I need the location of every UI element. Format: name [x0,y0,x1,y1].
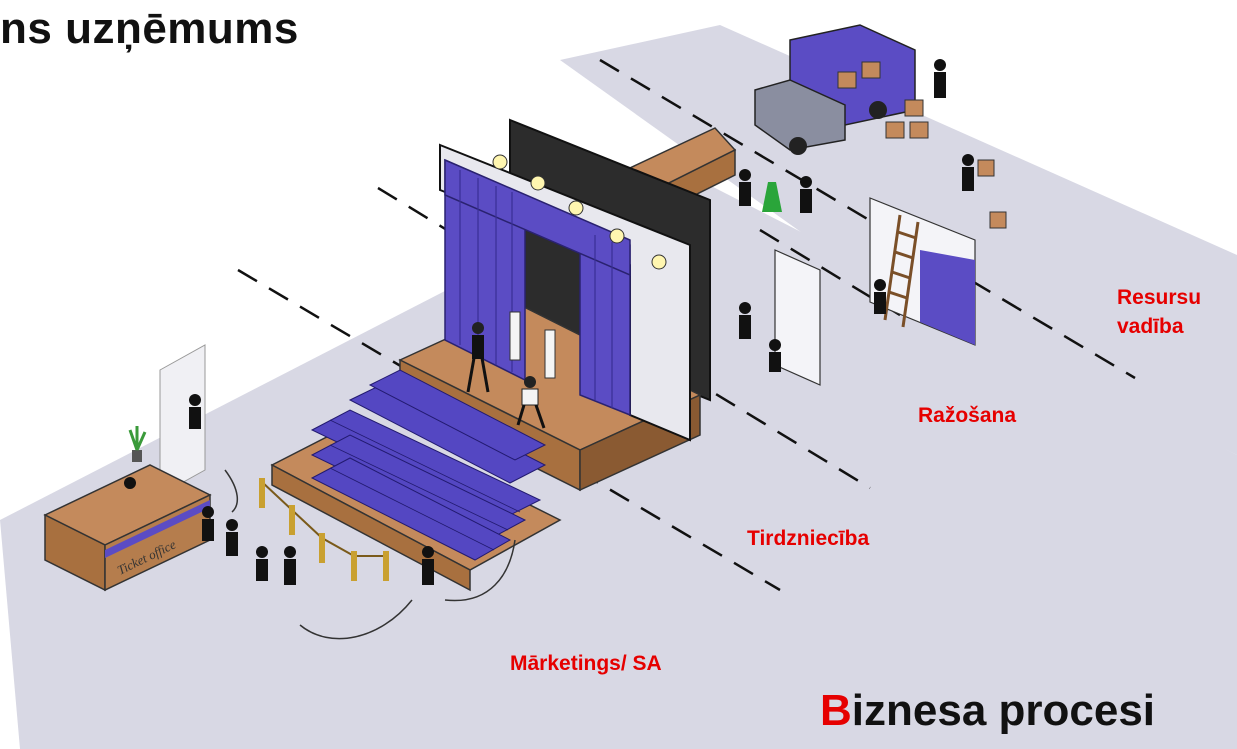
zone-label-resources: Resursu vadība [1117,283,1201,341]
seat-row [368,369,547,461]
ladder-icon [883,214,920,328]
crew-figures [739,59,974,372]
plant-icon [128,426,147,462]
truck-cab [754,79,846,151]
actor-figure [466,322,490,393]
truck-wheel [869,101,887,119]
spotlight-icon [651,254,667,270]
stage-column [544,329,556,379]
spotlight-icon [609,228,625,244]
separator-inner [759,228,901,317]
curtain-top [444,158,631,277]
zone-label-resources-line1: Resursu [1117,286,1202,309]
audience-platform-front [271,463,471,592]
bottom-title-rest: iznesa procesi [851,686,1156,735]
spotlight-icon [568,200,584,216]
separator-production-resources [599,58,1136,380]
stage-column [509,311,521,361]
actor-figure [516,376,546,429]
seat-dividers [329,419,521,551]
separator-marketing-trade [237,268,781,592]
zone-label-resources-line2: vadība [1117,315,1184,338]
entrance-wall [159,344,206,496]
costume-dress-icon [762,182,782,212]
zone-label-trade: Tirdzniecība [747,527,870,550]
ticket-desk-stripe [105,500,210,558]
bottom-title: Biznesa procesi [820,686,1155,736]
stage-lights [492,154,667,270]
zone-label-marketing: Mārketings/ SA [510,652,662,675]
cargo-boxes [837,61,1007,229]
flow-arrows [224,469,516,640]
scenery-panel [774,249,821,386]
spotlight-icon [492,154,508,170]
truck-wheel [789,137,807,155]
painting-backdrop-paint [920,250,975,345]
page-title: ns uzņēmums [0,4,299,53]
spotlight-icon [530,175,546,191]
bottom-title-first-letter: B [820,686,852,735]
seat-row [348,382,547,484]
rope-barrier [259,478,389,581]
zone-label-production: Ražošana [918,404,1017,427]
visitor-figures [124,394,434,585]
